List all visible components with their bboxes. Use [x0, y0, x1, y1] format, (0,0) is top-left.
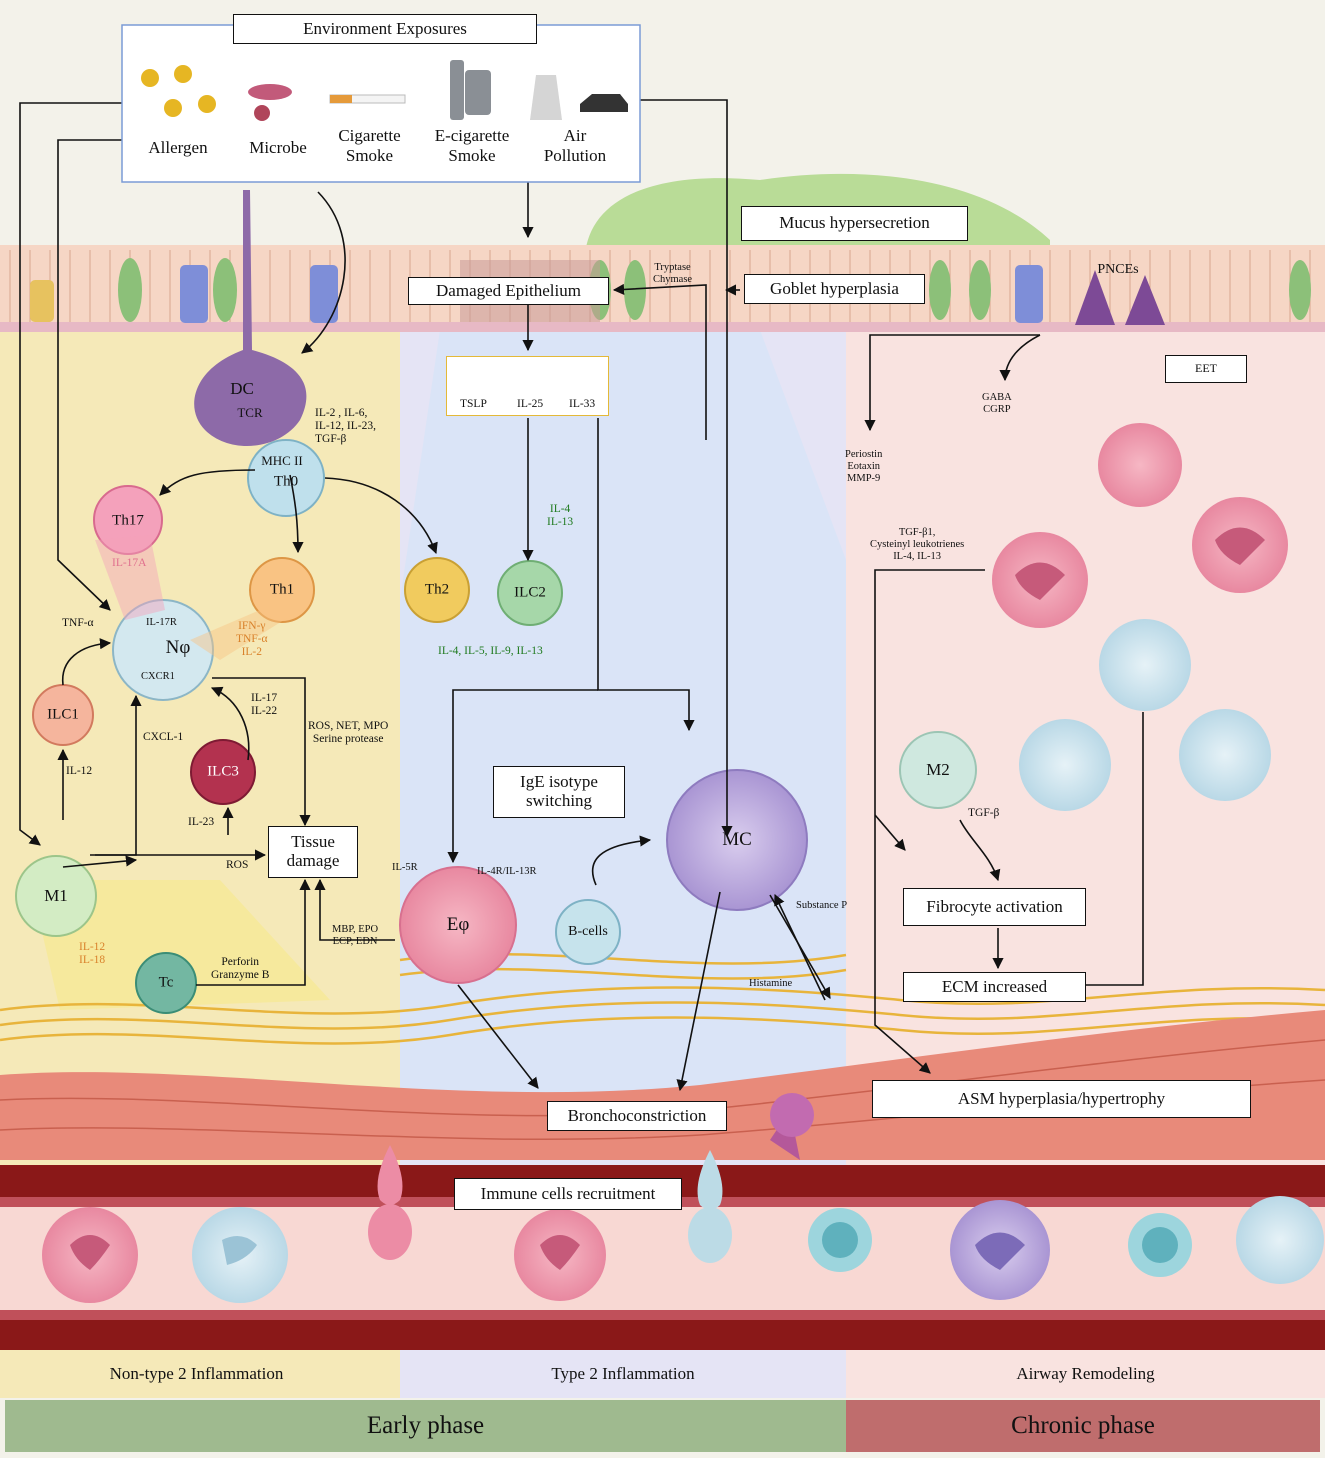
tryptase-label: Tryptase Chymase: [653, 262, 693, 286]
env-ecigarette: E-cigarette Smoke: [434, 126, 510, 165]
section-non-type2: Non-type 2 Inflammation: [109, 1364, 284, 1383]
footer-bg-mid: [400, 1350, 846, 1398]
env-air-pollution: Air Pollution: [543, 126, 607, 165]
footer-bg-right: [846, 1350, 1325, 1398]
ilc2-cell: ILC2: [514, 584, 546, 601]
arrows: [19, 99, 1144, 1092]
il17-il22-label: IL-17 IL-22: [251, 692, 278, 718]
ige-switching-box: IgE isotype switching: [493, 766, 625, 818]
ros-label: ROS: [226, 859, 249, 871]
th1-cell: Th1: [269, 581, 295, 598]
env-cigarette: Cigarette Smoke: [338, 126, 401, 165]
il4-il13-label: IL-4 IL-13: [547, 503, 574, 529]
fibrocyte-activation-box: Fibrocyte activation: [903, 888, 1086, 926]
histamine-label: Histamine: [749, 978, 793, 989]
m2-cell: M2: [926, 760, 950, 779]
airway-smooth-muscle: [0, 1010, 1325, 1160]
th0-cell: Th0: [273, 473, 299, 490]
goblet-hyperplasia-box: Goblet hyperplasia: [744, 274, 925, 304]
pnces-label: PNCEs: [1097, 262, 1139, 277]
vessel-cells: [42, 1145, 1324, 1303]
neutrophil-products-label: ROS, NET, MPO Serine protease: [308, 720, 389, 746]
il12-label: IL-12: [66, 765, 93, 777]
neutrophil-cell: Nφ: [165, 637, 191, 658]
perforin-label: Perforin Granzyme B: [211, 956, 270, 982]
il25-label: IL-25: [517, 398, 544, 410]
mucus-hypersecretion-box: Mucus hypersecretion: [741, 206, 968, 241]
environment-title: Environment Exposures: [233, 14, 537, 44]
ilc3-cell: ILC3: [207, 763, 239, 780]
mhc-label: MHC II: [261, 453, 303, 468]
section-type2: Type 2 Inflammation: [551, 1364, 695, 1383]
periostin-label: Periostin Eotaxin MMP-9: [845, 449, 883, 485]
tc-cell: Tc: [158, 974, 174, 991]
phase-chronic: Chronic phase: [846, 1400, 1320, 1452]
eosinophil-cell: Eφ: [446, 914, 470, 935]
cxcr1-label: CXCR1: [141, 671, 175, 682]
footer-bg-left: [0, 1350, 400, 1398]
ecm-increased-box: ECM increased: [903, 972, 1086, 1002]
bcells-cell: B-cells: [568, 924, 608, 939]
dc-cell: DC: [230, 379, 254, 398]
m1-cell: M1: [44, 886, 68, 905]
il4r-label: IL-4R/IL-13R: [477, 866, 537, 877]
il23-label: IL-23: [188, 816, 215, 828]
cxcl1-label: CXCL-1: [143, 731, 184, 743]
th1-cytokines-label: IFN-γ TNF-α IL-2: [236, 620, 268, 659]
bronchoconstriction-box: Bronchoconstriction: [547, 1101, 727, 1131]
section-remodeling: Airway Remodeling: [1016, 1364, 1155, 1383]
tnfa-label: TNF-α: [62, 617, 94, 629]
vessel-wall-bottom: [0, 1320, 1325, 1350]
tgfb-label: TGF-β: [968, 807, 1000, 819]
remodeling-cells: [899, 423, 1288, 811]
dc-cytokines-label: IL-2 , IL-6, IL-12, IL-23, TGF-β: [315, 407, 376, 446]
tissue-damage-box: Tissue damage: [268, 826, 358, 878]
tcr-label: TCR: [237, 405, 263, 420]
th2-cytokines-label: IL-4, IL-5, IL-9, IL-13: [438, 645, 543, 657]
alarmins-box: [446, 356, 609, 416]
tslp-label: TSLP: [460, 398, 487, 410]
phase-early: Early phase: [5, 1400, 846, 1452]
il33-label: IL-33: [569, 398, 596, 410]
il17a-label: IL-17A: [112, 557, 147, 569]
immune-recruitment-box: Immune cells recruitment: [454, 1178, 682, 1210]
env-allergen: Allergen: [148, 138, 208, 157]
environment-icons: [141, 60, 628, 121]
th17-cell: Th17: [112, 512, 144, 529]
th2-cell: Th2: [424, 581, 450, 598]
asm-hyperplasia-box: ASM hyperplasia/hypertrophy: [872, 1080, 1251, 1118]
immune-cells: [15, 190, 814, 1160]
il17r-label: IL-17R: [146, 617, 177, 628]
gaba-label: GABA CGRP: [982, 392, 1012, 416]
tgfb1-label: TGF-β1, Cysteinyl leukotrienes IL-4, IL-…: [870, 527, 965, 563]
il12-il18-label: IL-12 IL-18: [79, 941, 106, 967]
substance-p-label: Substance P: [796, 900, 848, 911]
eet-box: EET: [1165, 355, 1247, 383]
damaged-epithelium-box: Damaged Epithelium: [408, 277, 609, 305]
il5r-label: IL-5R: [392, 862, 418, 873]
eosinophil-products-label: MBP, EPO ECP, EDN: [332, 924, 379, 948]
mast-cell: MC: [722, 829, 752, 850]
env-microbe: Microbe: [249, 138, 307, 157]
ilc1-cell: ILC1: [47, 706, 79, 723]
